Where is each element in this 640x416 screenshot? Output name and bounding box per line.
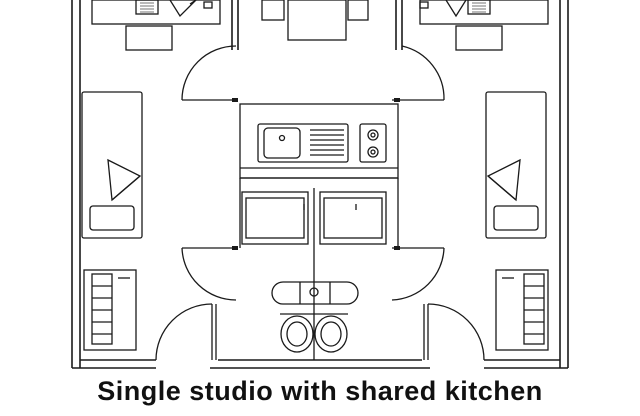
kitchen-counter <box>239 103 399 248</box>
left-door <box>181 45 237 301</box>
kitchen-hob <box>359 123 387 163</box>
kitchen-sink <box>257 123 349 163</box>
left-keyboard-grid <box>140 2 154 13</box>
left-bed <box>81 91 143 239</box>
right-wardrobe <box>495 269 549 351</box>
door-jambs <box>232 98 400 250</box>
left-entry-door <box>155 303 217 361</box>
left-desk <box>91 0 221 51</box>
structural-walls <box>71 0 569 369</box>
right-entry-door <box>423 303 485 361</box>
bathroom-fixtures <box>271 281 359 353</box>
plan-caption: Single studio with shared kitchen <box>97 376 543 406</box>
kitchen-cupboards <box>241 188 387 360</box>
right-bed <box>485 91 547 239</box>
floor-plan <box>71 0 569 369</box>
right-door <box>391 45 445 301</box>
kitchen-table <box>261 0 369 41</box>
left-wardrobe <box>83 269 137 351</box>
right-desk <box>419 0 549 51</box>
right-keyboard-grid <box>472 2 486 13</box>
